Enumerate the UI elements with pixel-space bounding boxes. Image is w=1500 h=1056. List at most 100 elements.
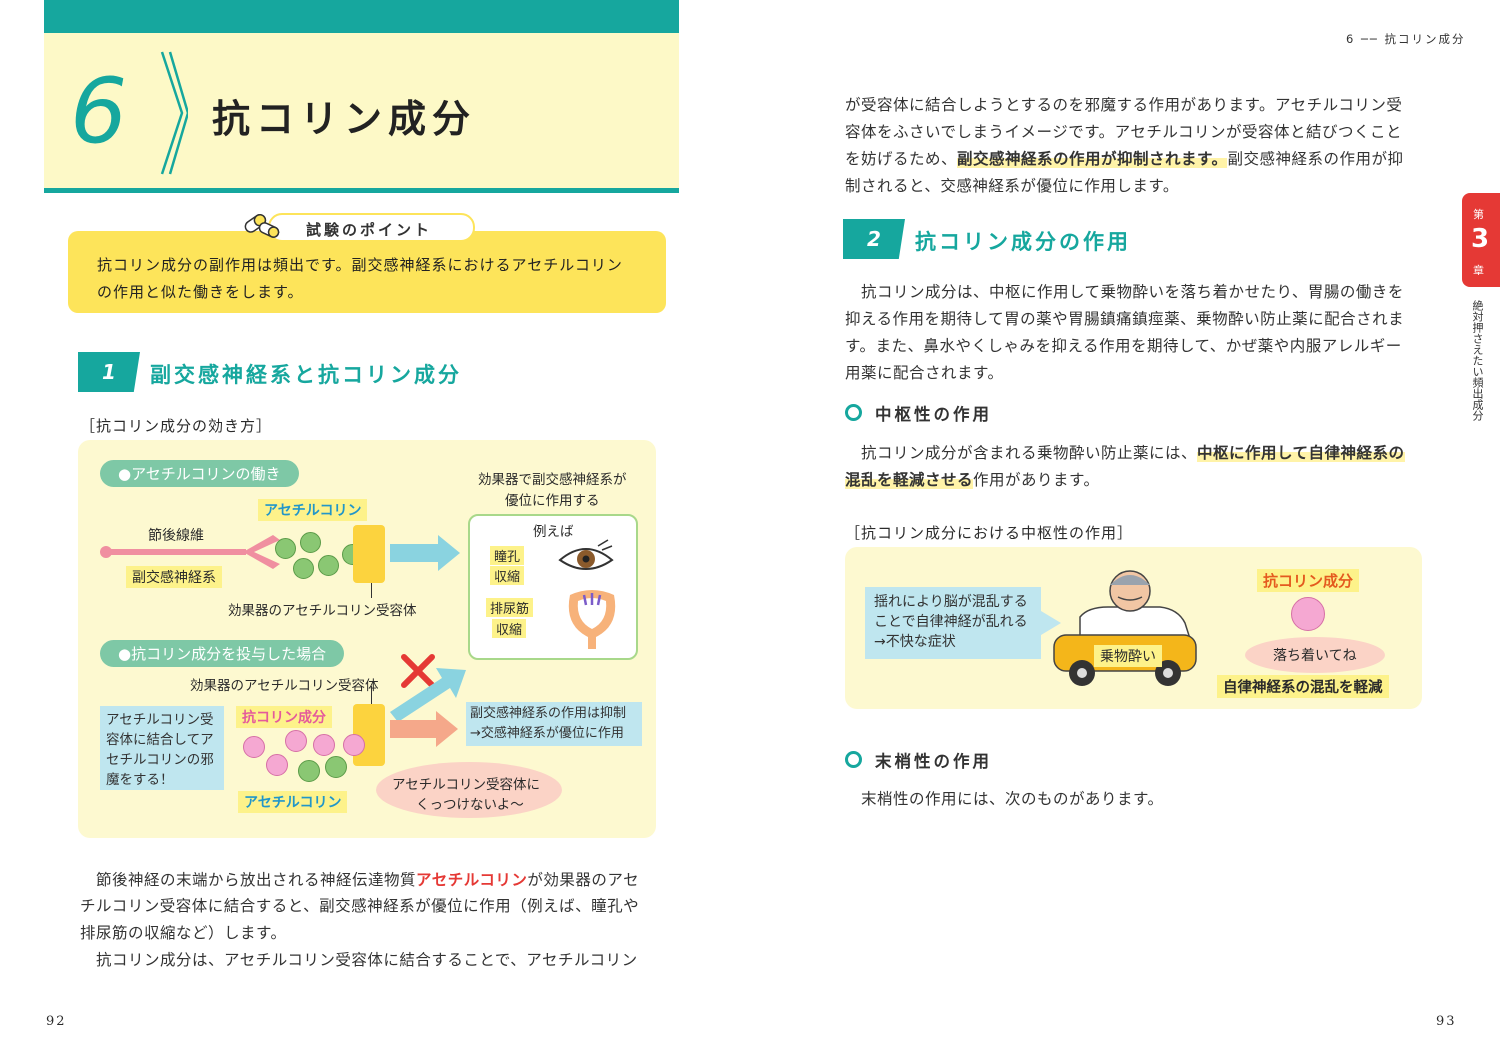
blocked-arrow-icon (390, 668, 466, 720)
chapter-tab (1462, 193, 1500, 287)
point-text-line-1: 抗コリン成分の副作用は頻出です。副交感神経系におけるアセチルコリン (97, 256, 623, 274)
peripheral-action-heading: 末梢性の作用 (875, 752, 992, 771)
figure-1-pill-acetylcholine: ●アセチルコリンの働き (100, 460, 299, 487)
acetylcholine-emphasis: アセチルコリン (416, 870, 528, 889)
arrow-right-icon (438, 535, 460, 571)
motion-line-2: ことで自律神経が乱れる (874, 614, 1028, 630)
blue-box-line-4: 魔をする！ (106, 772, 174, 788)
paragraph-1-line-3: 排尿筋の収縮など）します。 (80, 924, 287, 942)
section-2-line-1: 抗コリン成分は、中枢に作用して乗物酔いを落ち着かせたり、胃腸の働きを (861, 283, 1404, 301)
reduce-confusion-label: 自律神経系の混乱を軽減 (1217, 675, 1389, 698)
paragraph-1-line-1: 節後神経の末端から放出される神経伝達物質アセチルコリンが効果器のアセ (96, 866, 639, 894)
receptor-pointer (371, 583, 372, 598)
central-line-1-text: 抗コリン成分が含まれる乗物酔い防止薬には、 (861, 444, 1198, 462)
central-action-heading: 中枢性の作用 (875, 405, 992, 424)
right-line-3-highlight: 副交感神経系の作用が抑制されます。 (957, 150, 1228, 168)
motion-sickness-label: 乗物酔い (1094, 645, 1162, 667)
section-2-line-3: す。また、鼻水やくしゃみを抑える作用を期待して、かぜ薬や内服アレルギー (845, 337, 1402, 355)
cross-icon (401, 654, 435, 688)
bubble-line-2: くっつけないよ〜 (416, 797, 524, 813)
right-line-1: が受容体に結合しようとするのを邪魔する作用があります。アセチルコリン受 (845, 96, 1403, 114)
nerve-fiber-illustration (100, 535, 280, 569)
section-2-line-4: 用薬に配合されます。 (845, 364, 1004, 382)
chapter-number: 6 (70, 59, 128, 164)
pupil-label-2: 収縮 (490, 566, 525, 585)
speech-bubble (376, 762, 562, 818)
anticholinergic-label-2: 抗コリン成分 (1257, 569, 1360, 592)
example-label: 例えば (533, 524, 574, 540)
right-line-3: を妨げるため、副交感神経系の作用が抑制されます。副交感神経系の作用が抑 (845, 146, 1403, 173)
central-line-2-text: 作用があります。 (973, 471, 1100, 489)
acetylcholine-label-top: アセチルコリン (258, 499, 368, 521)
arrow-body (390, 544, 440, 562)
motion-line-1: 揺れにより脳が混乱する (874, 594, 1028, 610)
blocked-acetylcholine-molecule (325, 756, 347, 778)
receptor-label-2: 効果器のアセチルコリン受容体 (190, 678, 379, 694)
bladder-label-2: 収縮 (492, 619, 527, 638)
right-line-3-text: を妨げるため、 (845, 150, 958, 168)
figure-1: ●アセチルコリンの働き アセチルコリン 節後線維 副交感神経系 効果器のアセチル… (78, 440, 656, 838)
page-number-right: 93 (1436, 1014, 1457, 1029)
right-line-2: 容体をふさいでしまうイメージです。アセチルコリンが受容体と結びつくこと (845, 123, 1403, 141)
anticholinergic-molecule (313, 734, 335, 756)
central-line-1-highlight: 中枢に作用して自律神経系の (1197, 444, 1405, 462)
blocked-acetylcholine-molecule (298, 760, 320, 782)
pill-capsule-icon (244, 213, 280, 238)
section-2-line-2: 抑える作用を期待して胃の薬や胃腸鎮痛鎮痙薬、乗物酔い防止薬に配合されま (845, 310, 1405, 328)
smiling-molecule-icon (1291, 597, 1325, 631)
parasympathetic-label: 副交感神経系 (126, 566, 222, 588)
circle-bullet-icon (845, 751, 862, 768)
calm-bubble (1245, 637, 1385, 673)
bubble-line-1: アセチルコリン受容体に (392, 777, 540, 793)
anticholinergic-molecule (343, 734, 365, 756)
acetylcholine-molecule (318, 555, 339, 576)
acetylcholine-label-bottom: アセチルコリン (238, 791, 348, 813)
chapter-tab-side-text: 絶対押さえたい頻出成分 (1471, 300, 1484, 421)
bladder-icon (568, 590, 616, 649)
page-number-left: 92 (46, 1014, 67, 1029)
blue-box-line-2: 容体に結合してア (106, 732, 214, 748)
point-text-line-2: の作用と似た働きをします。 (97, 283, 304, 301)
chapter-header (44, 33, 679, 188)
calm-text: 落ち着いてね (1273, 648, 1357, 664)
central-line-2-highlight: 混乱を軽減させる (845, 471, 974, 489)
blue-box-line-1: アセチルコリン受 (106, 712, 214, 728)
receptor-label-1: 効果器のアセチルコリン受容体 (228, 603, 417, 619)
salmon-arrow-body (390, 720, 438, 738)
acetylcholine-molecule (300, 532, 321, 553)
figure-2: 揺れにより脳が混乱する ことで自律神経が乱れる →不快な症状 乗物酔い 抗コリン… (845, 547, 1422, 709)
eye-icon (558, 539, 614, 570)
anticholinergic-molecule (243, 736, 265, 758)
peripheral-line-1: 末梢性の作用には、次のものがあります。 (861, 790, 1164, 808)
chapter-top-bar (44, 0, 679, 33)
blue-box-line-3: セチルコリンの邪 (106, 752, 214, 768)
section-1-number: 1 (78, 352, 140, 392)
chapter-tab-label-top: 第 (1473, 208, 1484, 221)
chapter-tab-number: 3 (1471, 224, 1490, 254)
point-label: 試験のポイント (306, 221, 433, 239)
effect-top-line-1: 効果器で副交感神経系が (478, 472, 627, 488)
car-with-sick-driver-illustration (1053, 570, 1197, 686)
result-line-1: 副交感神経系の作用は抑制 (470, 706, 627, 721)
receptor-shape (353, 525, 385, 583)
section-1-title: 副交感神経系と抗コリン成分 (150, 363, 462, 387)
chapter-tab-label-bottom: 章 (1473, 264, 1484, 277)
circle-bullet-icon (845, 404, 862, 421)
central-line-2: 混乱を軽減させる作用があります。 (845, 467, 1099, 494)
acetylcholine-molecule (293, 558, 314, 579)
postganglionic-fiber-label: 節後線維 (148, 528, 204, 544)
bladder-label-1: 排尿筋 (486, 598, 534, 617)
paragraph-1-line-2: チルコリン受容体に結合すると、副交感神経系が優位に作用（例えば、瞳孔や (80, 897, 640, 915)
chevron-icon (160, 51, 188, 175)
result-box: 副交感神経系の作用は抑制 →交感神経系が優位に作用 (466, 702, 642, 746)
effect-top-line-2: 優位に作用する (505, 493, 600, 509)
pupil-label-1: 瞳孔 (490, 546, 525, 565)
right-line-3-text-b: 副交感神経系の作用が抑 (1227, 150, 1404, 168)
chapter-header-rule (44, 188, 679, 193)
chapter-title: 抗コリン成分 (212, 97, 477, 141)
anticholinergic-molecule (266, 754, 288, 776)
explanation-pointer (1041, 611, 1061, 635)
figure-2-caption: ［抗コリン成分における中枢性の作用］ (845, 524, 1134, 542)
paragraph-1-text-b: が効果器のアセ (527, 871, 640, 889)
motion-line-3: →不快な症状 (874, 634, 956, 650)
